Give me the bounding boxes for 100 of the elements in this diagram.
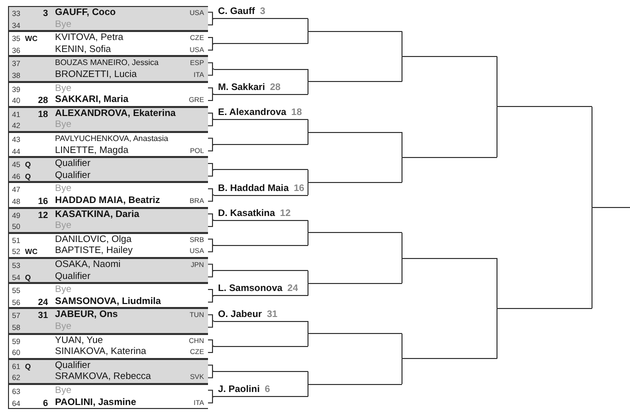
bye-label: Bye — [55, 220, 72, 232]
bracket-line — [497, 106, 592, 108]
seed-number: 12 — [38, 208, 48, 221]
bracket-line — [308, 282, 402, 284]
bracket-connector — [208, 390, 214, 398]
player-row — [8, 321, 208, 334]
player-row — [8, 6, 208, 19]
bracket-connector — [496, 106, 498, 158]
player-name: BOUZAS MANEIRO, Jessica — [55, 57, 159, 70]
bracket-line — [497, 308, 592, 309]
bracket-line — [592, 207, 630, 208]
player-name: KVITOVA, Petra — [55, 32, 124, 44]
bracket-slot — [214, 82, 308, 95]
bracket-connector — [208, 295, 214, 303]
bracket-connector — [208, 339, 214, 347]
player-name: B. Haddad Maia — [218, 182, 289, 194]
bracket-line — [402, 56, 497, 57]
player-name: E. Alexandrova — [218, 106, 286, 118]
player-row — [8, 106, 208, 120]
bracket-connector — [208, 346, 214, 353]
bracket-connector — [496, 56, 498, 108]
bye-label: Bye — [55, 82, 72, 95]
bracket-connector — [496, 308, 498, 360]
bye-label: Bye — [55, 183, 72, 196]
bracket-line — [214, 244, 308, 246]
player-name: Qualifier — [55, 270, 90, 283]
bracket-connector — [208, 37, 214, 44]
player-row — [8, 69, 208, 82]
bye-label: Bye — [55, 385, 72, 397]
bracket-connector — [208, 188, 214, 196]
player-name: ALEXANDROVA, Ekaterina — [55, 108, 176, 120]
player-name: C. Gauff — [218, 6, 255, 18]
player-name: D. Kasatkina — [218, 208, 276, 219]
player-row — [8, 208, 208, 220]
seed-number: 28 — [38, 94, 48, 106]
bracket-line — [214, 68, 308, 70]
seed-number: 6 — [42, 396, 48, 409]
bye-label: Bye — [55, 284, 72, 296]
player-name: KASATKINA, Daria — [55, 208, 140, 221]
bracket-slot — [214, 6, 308, 20]
player-name: DANILOVIC, Olga — [55, 234, 132, 246]
player-row — [8, 220, 208, 233]
bracket-connector — [208, 87, 214, 95]
bracket-slot — [214, 283, 308, 296]
player-name: PAOLINI, Jasmine — [55, 396, 136, 409]
player-name: SAMSONOVA, Liudmila — [55, 296, 161, 308]
bracket-slot — [214, 106, 308, 120]
player-name: BAPTISTE, Hailey — [55, 245, 133, 258]
bracket-line — [308, 333, 402, 334]
bye-label: Bye — [55, 18, 72, 31]
bracket-line — [308, 30, 402, 32]
bracket-connector — [208, 244, 214, 252]
bracket-slot — [214, 208, 308, 221]
player-name: GAUFF, Coco — [55, 7, 116, 19]
bracket-connector — [208, 238, 214, 246]
seed-number: 6 — [264, 384, 270, 396]
bracket-line — [308, 182, 402, 183]
bye-label: Bye — [55, 119, 72, 132]
seed-number: 12 — [280, 208, 291, 219]
seed-number: 16 — [294, 182, 304, 194]
player-name: L. Samsonova — [218, 283, 282, 294]
bracket-connector — [208, 112, 214, 120]
bracket-connector — [208, 264, 214, 272]
player-name: OSAKA, Naomi — [55, 259, 120, 271]
bracket-connector — [208, 270, 214, 278]
player-name: Qualifier — [55, 360, 90, 372]
seed-number: 24 — [287, 283, 298, 294]
player-row — [8, 119, 208, 132]
player-name: LINETTE, Magda — [55, 144, 128, 157]
bracket-connector — [208, 370, 214, 378]
player-row — [8, 18, 208, 32]
player-row — [8, 371, 208, 384]
player-row — [8, 358, 208, 372]
player-name: BRONZETTI, Lucia — [55, 69, 137, 81]
bracket-slot — [214, 182, 308, 196]
bracket-line — [214, 144, 308, 146]
bracket-line — [214, 43, 308, 44]
player-name: HADDAD MAIA, Beatriz — [55, 195, 160, 207]
bracket-connector — [208, 138, 214, 146]
player-name: KENIN, Sofia — [55, 44, 111, 56]
bracket-line — [214, 270, 308, 272]
bracket-connector — [208, 62, 214, 70]
player-name: SINIAKOVA, Katerina — [55, 346, 146, 358]
seed-number: 18 — [38, 108, 48, 120]
player-name: M. Sakkari — [218, 82, 265, 93]
player-name: Qualifier — [55, 158, 90, 170]
bracket-slot — [214, 384, 308, 398]
bracket-connector — [208, 289, 214, 296]
seed-number: 24 — [38, 296, 48, 308]
player-name: JABEUR, Ons — [55, 309, 118, 322]
bracket-connector — [208, 213, 214, 221]
bracket-line — [402, 358, 497, 360]
seed-number: 31 — [266, 308, 278, 320]
bracket-connector — [208, 320, 214, 328]
bracket-connector — [208, 12, 214, 20]
bracket-line — [214, 370, 308, 372]
bracket-line — [214, 346, 308, 347]
player-row — [8, 56, 208, 69]
bracket-connector — [208, 144, 214, 152]
seed-number: 18 — [291, 106, 302, 118]
